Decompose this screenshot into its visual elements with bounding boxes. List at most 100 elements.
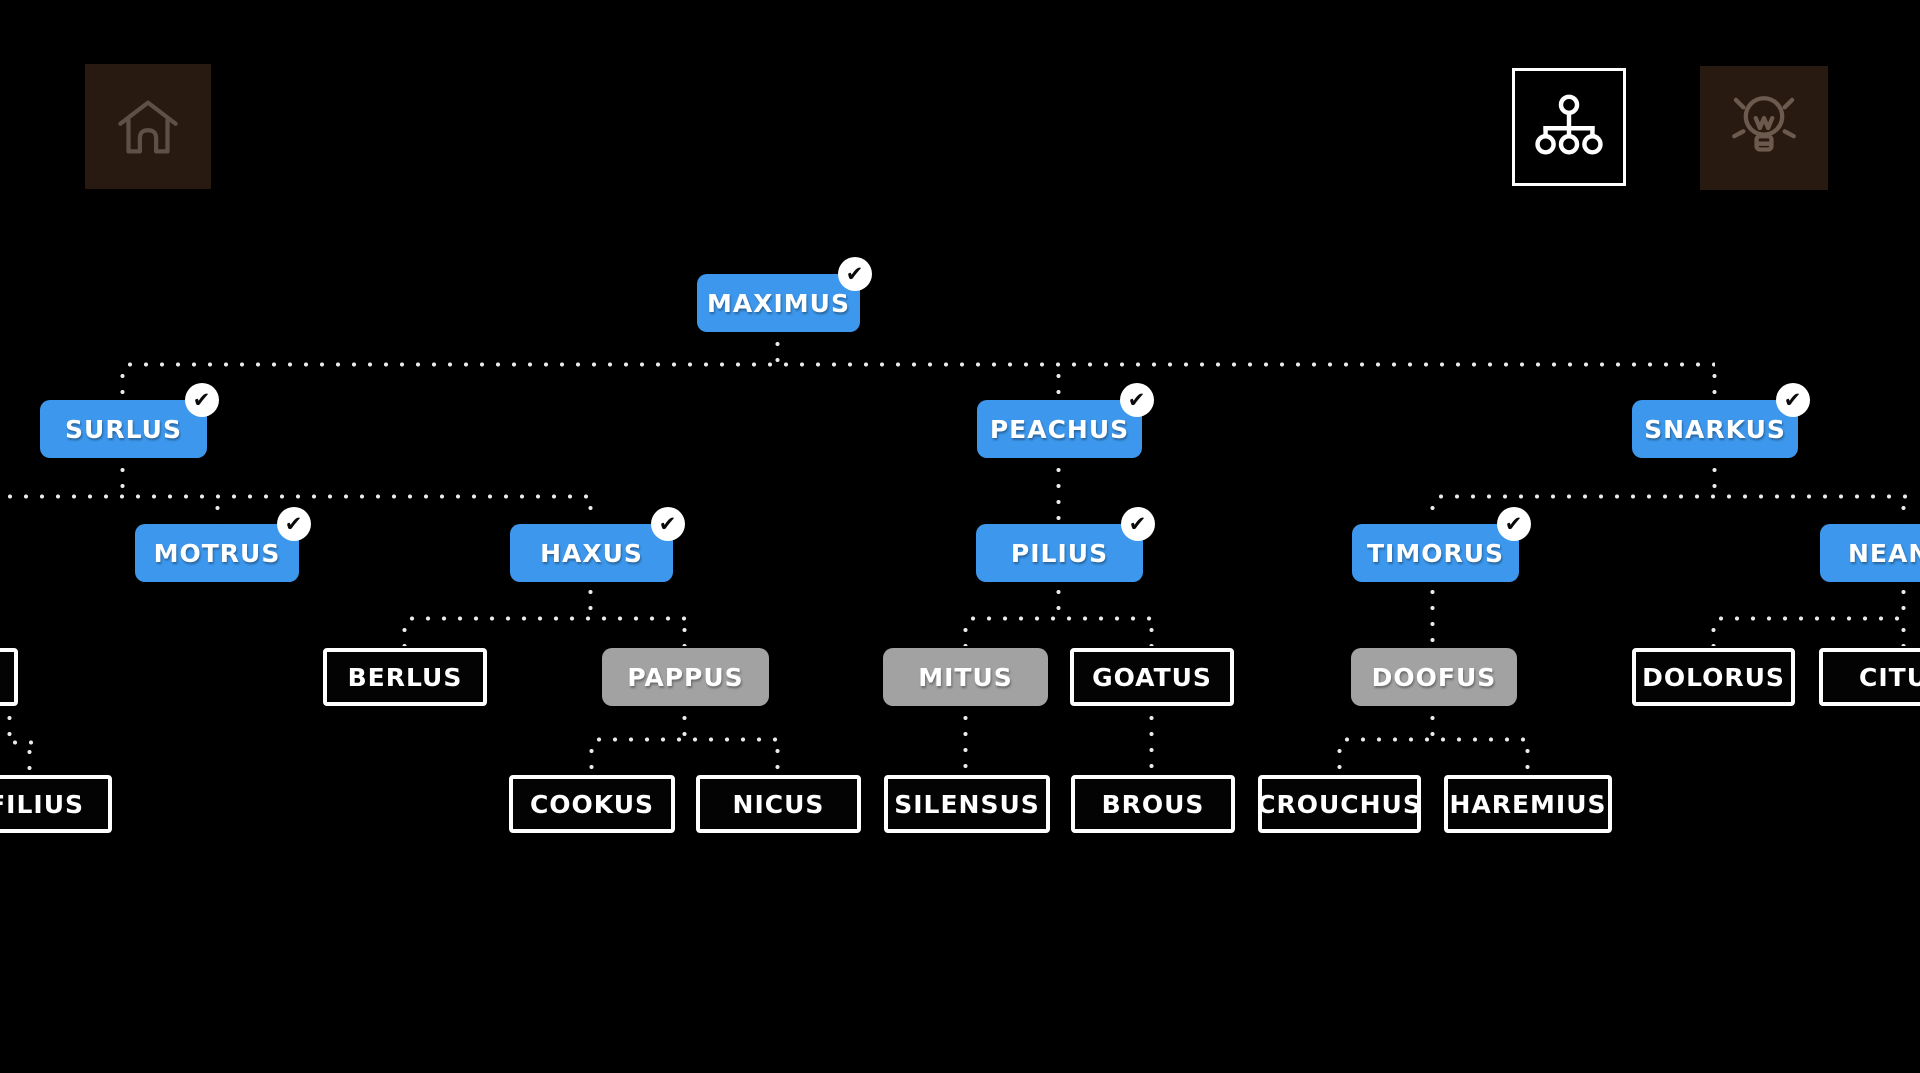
- node-label: GOATUS: [1092, 662, 1212, 692]
- tree-node-silensus[interactable]: SILENSUS: [884, 775, 1050, 833]
- lightbulb-icon: [1721, 85, 1807, 171]
- hint-button[interactable]: [1700, 66, 1828, 190]
- tree-node-berlus[interactable]: BERLUS: [323, 648, 487, 706]
- node-label: CITU: [1859, 662, 1920, 692]
- connector-line: [1337, 743, 1342, 772]
- connector-line: [404, 616, 686, 621]
- tree-node-nicus[interactable]: NICUS: [696, 775, 861, 833]
- connector-line: [402, 622, 407, 646]
- tree-node-pilius[interactable]: PILIUS ✔: [976, 507, 1155, 582]
- node-label: HAXUS: [540, 538, 643, 568]
- tree-node-pappus[interactable]: PAPPUS: [602, 648, 769, 706]
- connector-line: [682, 622, 687, 646]
- check-badge-icon: ✔: [1497, 507, 1531, 541]
- tree-node-citu[interactable]: CITU: [1819, 648, 1920, 706]
- connector-line: [120, 368, 125, 398]
- tree-node-doofus[interactable]: DOOFUS: [1351, 648, 1517, 706]
- connector-line: [1056, 584, 1061, 612]
- node-label: TIMORUS: [1366, 538, 1505, 568]
- node-label: DOOFUS: [1371, 662, 1497, 692]
- connector-line: [1901, 584, 1906, 612]
- tree-node-cookus[interactable]: COOKUS: [509, 775, 675, 833]
- connector-line: [1339, 737, 1528, 742]
- node-label: MOTRUS: [153, 538, 281, 568]
- check-badge-icon: ✔: [185, 383, 219, 417]
- tree-node-haxus[interactable]: HAXUS ✔: [510, 507, 685, 582]
- check-badge-icon: ✔: [1121, 507, 1155, 541]
- tree-node-mitus[interactable]: MITUS: [883, 648, 1048, 706]
- connector-line: [7, 710, 12, 742]
- check-badge-icon: ✔: [1776, 383, 1810, 417]
- node-label: PEACHUS: [989, 414, 1130, 444]
- connector-line: [682, 710, 687, 736]
- connector-line: [588, 500, 593, 522]
- connector-line: [1433, 494, 1908, 499]
- tree-node-goatus[interactable]: GOATUS: [1070, 648, 1234, 706]
- connector-line: [1430, 584, 1435, 646]
- tree-node-crouchus[interactable]: CROUCHUS: [1257, 775, 1422, 833]
- node-label: MITUS: [918, 662, 1013, 692]
- check-badge-icon: ✔: [1120, 383, 1154, 417]
- home-icon: [109, 88, 187, 166]
- connector-line: [120, 462, 125, 490]
- connector-line: [1901, 622, 1906, 646]
- node-label: DOLORUS: [1642, 662, 1785, 692]
- tree-node-nean[interactable]: NEAN: [1820, 524, 1920, 582]
- tree-node-brous[interactable]: BROUS: [1071, 775, 1235, 833]
- connector-line: [775, 743, 780, 772]
- node-label: MAXIMUS: [707, 288, 850, 318]
- tree-node-surlus[interactable]: SURLUS ✔: [40, 383, 219, 458]
- tree-node-left-partial[interactable]: [0, 648, 18, 706]
- connector-line: [122, 362, 1715, 367]
- node-label: PAPPUS: [627, 662, 744, 692]
- connector-line: [1430, 710, 1435, 736]
- tree-node-timorus[interactable]: TIMORUS ✔: [1352, 507, 1531, 582]
- tree-node-haremius[interactable]: HAREMIUS: [1444, 775, 1612, 833]
- tree-view-button[interactable]: [1512, 68, 1626, 186]
- connector-line: [1430, 500, 1435, 522]
- connector-line: [963, 710, 968, 772]
- tree-node-snarkus[interactable]: SNARKUS ✔: [1632, 383, 1810, 458]
- check-badge-icon: ✔: [277, 507, 311, 541]
- connector-line: [27, 744, 32, 772]
- hierarchy-icon: [1532, 90, 1606, 164]
- check-badge-icon: ✔: [838, 257, 872, 291]
- node-label: COOKUS: [529, 789, 655, 819]
- check-badge-icon: ✔: [651, 507, 685, 541]
- connector-line: [965, 616, 1153, 621]
- node-label: SNARKUS: [1644, 414, 1786, 444]
- tree-node-motrus[interactable]: MOTRUS ✔: [135, 507, 311, 582]
- connector-line: [1713, 616, 1905, 621]
- connector-line: [591, 737, 778, 742]
- node-label: FILIUS: [0, 789, 84, 819]
- node-label: BERLUS: [347, 662, 463, 692]
- tree-node-peachus[interactable]: PEACHUS ✔: [977, 383, 1154, 458]
- node-label: NEAN: [1848, 538, 1920, 568]
- connector-line: [1149, 710, 1154, 772]
- connector-line: [588, 584, 593, 612]
- connector-line: [215, 500, 220, 522]
- connector-line: [1056, 368, 1061, 398]
- tree-node-filius[interactable]: FILIUS: [0, 775, 112, 833]
- connector-line: [1056, 462, 1061, 522]
- home-button[interactable]: [85, 64, 211, 189]
- connector-line: [1149, 622, 1154, 646]
- connector-line: [0, 494, 595, 499]
- tree-node-maximus[interactable]: MAXIMUS ✔: [697, 257, 872, 332]
- connector-line: [1901, 500, 1906, 522]
- node-label: SILENSUS: [894, 789, 1040, 819]
- connector-line: [589, 743, 594, 772]
- node-label: NICUS: [732, 789, 825, 819]
- node-label: BROUS: [1101, 789, 1205, 819]
- connector-line: [775, 336, 780, 362]
- connector-line: [7, 740, 33, 745]
- tree-node-dolorus[interactable]: DOLORUS: [1632, 648, 1795, 706]
- node-label: CROUCHUS: [1257, 789, 1422, 819]
- connector-line: [1712, 462, 1717, 490]
- node-label: SURLUS: [65, 414, 182, 444]
- node-label: HAREMIUS: [1449, 789, 1607, 819]
- connector-line: [1711, 622, 1716, 646]
- connector-line: [1525, 743, 1530, 772]
- connector-line: [963, 622, 968, 646]
